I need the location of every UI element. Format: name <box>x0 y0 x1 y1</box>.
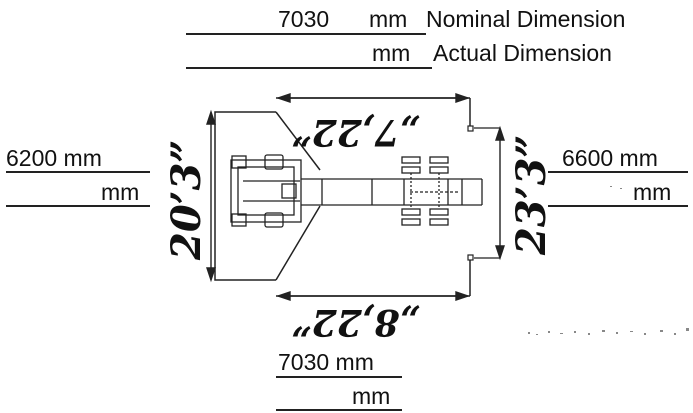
bottom-actual: mm <box>352 383 391 409</box>
top-slope <box>275 111 321 171</box>
rear-wheel <box>401 156 421 164</box>
vehicle-plan <box>230 154 483 228</box>
cab-rear-wheel-bottom <box>231 213 247 227</box>
top-nominal-value: 7030 <box>278 6 330 32</box>
right-nominal: 6600 mm <box>562 145 658 171</box>
bottom-handwritten: „8,22” <box>291 301 420 343</box>
top-nominal-unit: mm <box>369 6 408 32</box>
left-handwritten: 20’3” <box>163 140 210 261</box>
bottom-slope <box>275 205 321 281</box>
top-dim-arrow-right <box>455 93 471 103</box>
cab-front-wheel-bottom <box>264 212 284 228</box>
right-actual-rule <box>548 205 688 207</box>
cab-body <box>230 159 302 223</box>
top-actual-rule <box>186 67 432 69</box>
left-dim-arrow-bottom <box>206 267 216 283</box>
bottom-dim-arrow-left <box>275 291 291 301</box>
top-handwritten: „7,22” <box>291 111 420 153</box>
top-dim-arrow-left <box>275 93 291 103</box>
room-outline <box>214 111 276 281</box>
corner-marker-top <box>467 125 474 132</box>
top-nominal-rule <box>186 33 426 35</box>
cab-inner <box>237 166 295 216</box>
left-actual: mm <box>101 179 140 205</box>
right-actual: mm <box>633 179 672 205</box>
cab-rear-wheel-top <box>231 155 247 169</box>
top-actual-unit: mm <box>372 40 411 66</box>
left-nominal-rule <box>6 171 150 173</box>
bottom-actual-rule <box>276 409 402 411</box>
right-dim-arrow-bottom <box>495 245 505 261</box>
corner-marker-bottom <box>467 254 474 261</box>
right-nominal-rule <box>548 171 688 173</box>
top-actual-caption: Actual Dimension <box>433 40 612 66</box>
top-nominal-caption: Nominal Dimension <box>426 6 626 32</box>
left-dim-arrow-top <box>206 109 216 125</box>
left-nominal: 6200 mm <box>6 145 102 171</box>
bottom-dim-arrow-right <box>455 291 471 301</box>
bottom-nominal-rule <box>276 376 402 378</box>
left-actual-rule <box>6 205 150 207</box>
cab-front-wheel-top <box>264 154 284 170</box>
right-dim-arrow-top <box>495 125 505 141</box>
scan-noise <box>528 186 689 335</box>
right-handwritten: 23’3” <box>508 135 555 256</box>
bottom-nominal: 7030 mm <box>278 349 374 375</box>
